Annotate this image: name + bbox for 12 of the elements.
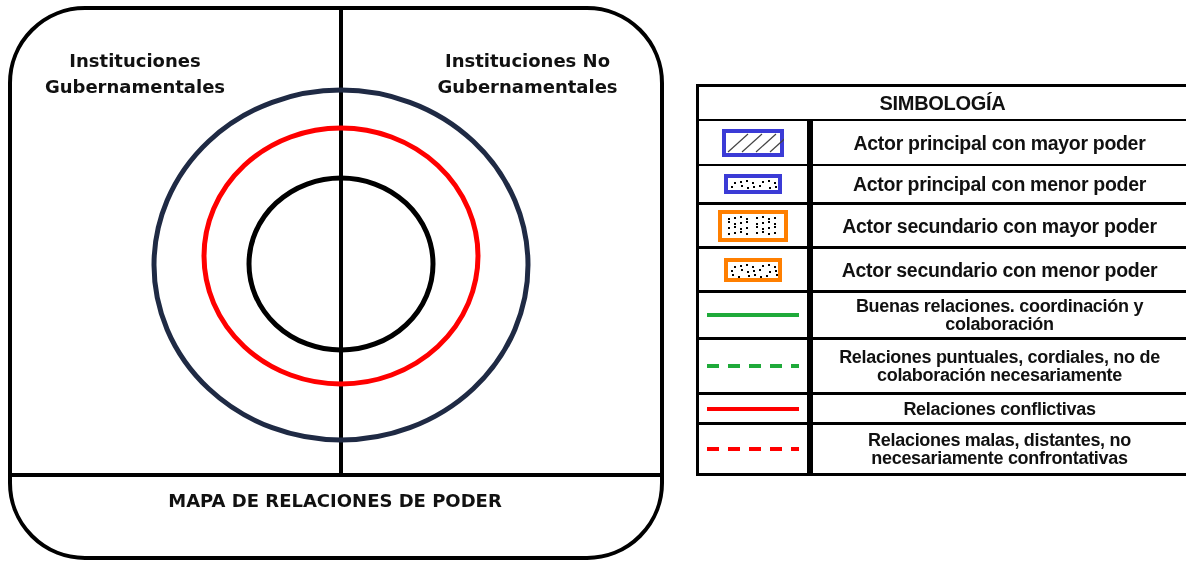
map-title: MAPA DE RELACIONES DE PODER [167,489,503,513]
legend-text: Actor principal con mayor poder [853,133,1146,152]
legend-title: SIMBOLOGÍA [879,94,1006,112]
legend-text: Actor secundario con menor poder [841,260,1158,279]
legend-text: Actor secundario con mayor poder [842,216,1157,235]
legend-text: Relaciones conflictivas [903,399,1096,418]
section-heading: Instituciones Gubernamentales [43,49,227,99]
legend-text: Relaciones puntuales, cordiales, no de colaboración necesariamente [838,348,1161,384]
legend-text: Relaciones malas, distantes, no necesariamente confrontativas [867,431,1132,467]
section-heading: Instituciones No Gubernamentales [436,49,619,99]
legend-text: Actor principal con menor poder [853,175,1146,193]
legend-text: Buenas relaciones. coordinación y colaboración [854,297,1145,333]
